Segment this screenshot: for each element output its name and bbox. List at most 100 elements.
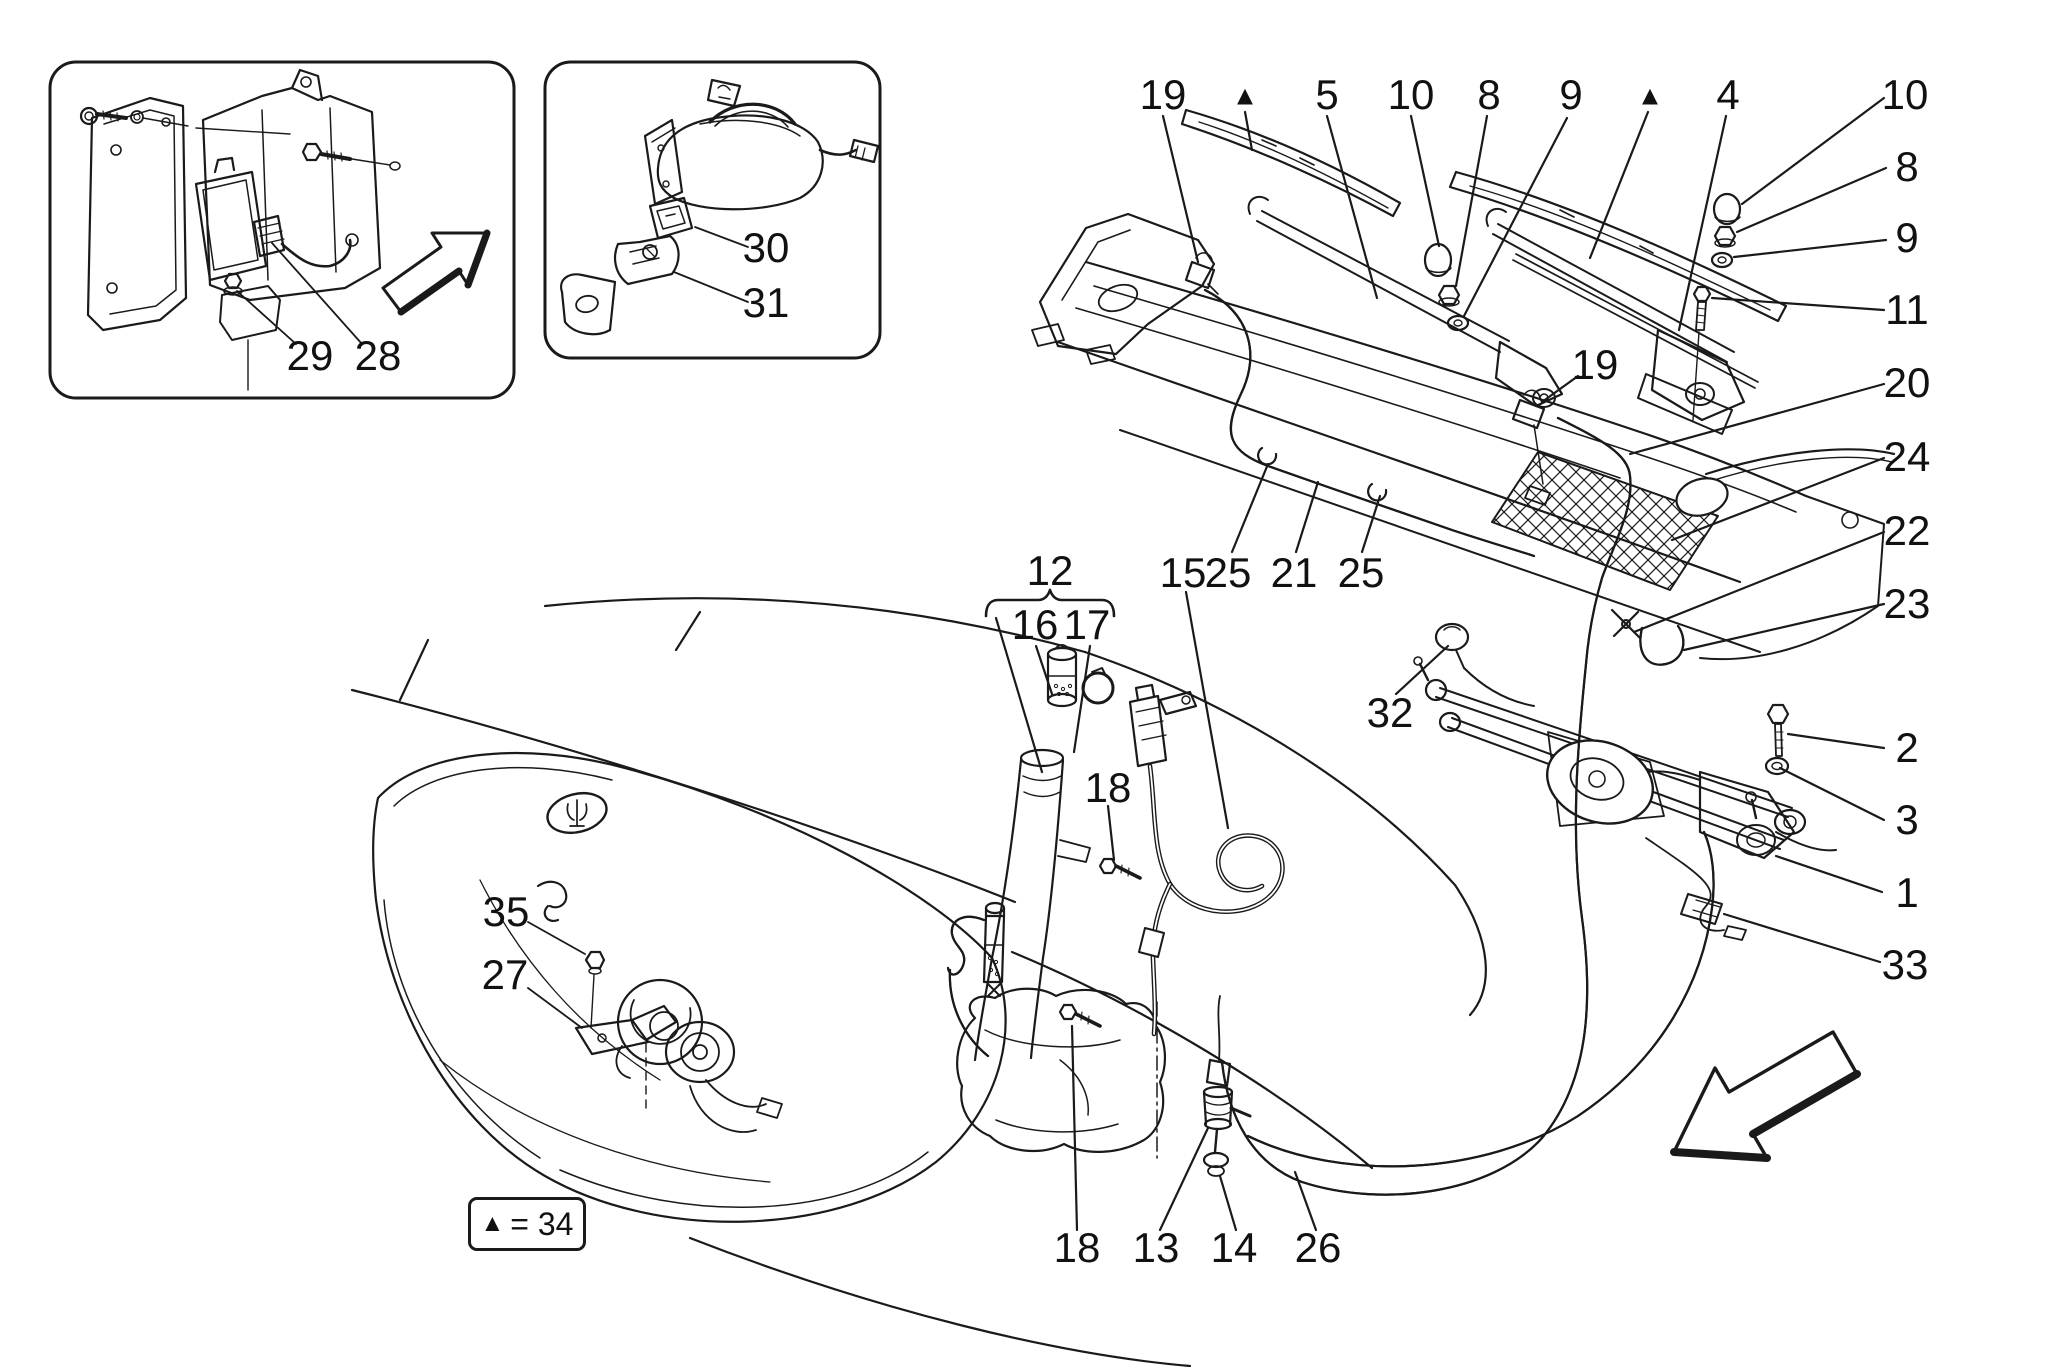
callout-25-21: 25 xyxy=(1204,549,1252,596)
leader-27 xyxy=(527,987,583,1029)
callout-9-10: 9 xyxy=(1895,214,1919,261)
fixing-nut xyxy=(219,272,281,391)
callout-24-13: 24 xyxy=(1883,433,1931,480)
harness-connector-33 xyxy=(1645,837,1747,941)
legend-value: = 34 xyxy=(510,1205,574,1242)
callout-15-28: 15 xyxy=(1159,549,1207,596)
callout-8-9: 8 xyxy=(1895,143,1919,190)
washer-9-right xyxy=(1710,251,1734,269)
callout-26-33: 26 xyxy=(1294,1224,1342,1271)
grommet-14 xyxy=(1202,1151,1230,1169)
bolt-2 xyxy=(1766,703,1790,725)
callout-10-3: 10 xyxy=(1387,71,1435,118)
pivot-hardware-right xyxy=(1692,192,1742,421)
callout-32-24: 32 xyxy=(1366,689,1414,736)
callout-13-31: 13 xyxy=(1132,1224,1180,1271)
direction-arrow-ne-icon xyxy=(381,229,491,316)
wiper-blade-left xyxy=(1180,108,1402,218)
legend-box: ▲ = 34 xyxy=(468,1197,586,1251)
sensor-holder xyxy=(560,234,680,336)
callout-19-20: 19 xyxy=(1571,341,1619,388)
callout-30-38: 30 xyxy=(742,224,790,271)
bolt xyxy=(301,142,401,171)
bolt-11 xyxy=(1692,285,1712,421)
pivot-link-1 xyxy=(1698,770,1796,860)
hose-clip-19-top xyxy=(1184,252,1219,295)
callout-triangle-1: ▲ xyxy=(1231,80,1259,111)
callout-23-15: 23 xyxy=(1883,580,1931,627)
callout-10-8: 10 xyxy=(1881,71,1929,118)
t-connector-22 xyxy=(1610,608,1642,640)
callout-11-11: 11 xyxy=(1885,286,1929,333)
washer-9-left xyxy=(1446,314,1470,332)
air-intake-grille xyxy=(1491,451,1719,591)
leader-31 xyxy=(673,271,749,303)
callout-33-19: 33 xyxy=(1881,941,1929,988)
callout-8-4: 8 xyxy=(1477,71,1501,118)
callout-16-26: 16 xyxy=(1011,601,1059,648)
leader-35 xyxy=(527,921,586,955)
callout-28-37: 28 xyxy=(354,332,402,379)
nut-8-left xyxy=(1437,284,1461,306)
horn-assembly xyxy=(574,950,783,1133)
windscreen-trim xyxy=(1704,448,1896,476)
callout-9-5: 9 xyxy=(1559,71,1583,118)
filler-cap-16 xyxy=(1046,644,1078,708)
nut-8-right xyxy=(1713,225,1737,247)
callout-12-25: 12 xyxy=(1026,547,1074,594)
left-pump-with-coil xyxy=(948,901,1006,1056)
direction-arrow-sw-icon xyxy=(1670,1030,1861,1162)
reservoir-tank xyxy=(956,987,1166,1153)
callout-1-18: 1 xyxy=(1895,869,1919,916)
screw-and-washer xyxy=(79,106,291,135)
callout-5-2: 5 xyxy=(1315,71,1339,118)
hood-end-bracket xyxy=(1031,212,1216,365)
leader-28 xyxy=(271,242,363,345)
cap-10-right xyxy=(1712,192,1742,226)
filler-neck xyxy=(973,748,1091,1062)
callout-14-32: 14 xyxy=(1210,1224,1258,1271)
tank-screw-18 xyxy=(1058,1003,1102,1028)
washer-reservoir-assembly xyxy=(948,588,1285,1177)
nut-35 xyxy=(584,950,606,970)
wiper-blade-right xyxy=(1448,170,1788,323)
level-sensor-harness-15 xyxy=(1128,683,1285,1037)
callout-18-29: 18 xyxy=(1084,764,1132,811)
callout-29-36: 29 xyxy=(286,332,334,379)
inset-mirror xyxy=(543,60,882,360)
cowl-panel xyxy=(1056,260,1896,661)
callout-35-34: 35 xyxy=(482,888,530,935)
brand-badge xyxy=(546,791,608,835)
brace-12 xyxy=(984,588,1116,618)
cowl-and-wiper-assembly xyxy=(1031,108,1896,941)
washer-3 xyxy=(1764,756,1790,776)
horn-disc xyxy=(664,1020,736,1084)
hood-curl-detail xyxy=(536,880,568,922)
callout-21-22: 21 xyxy=(1270,549,1318,596)
car-front xyxy=(350,597,1487,1367)
callout-3-17: 3 xyxy=(1895,796,1919,843)
retaining-ring-17 xyxy=(1081,667,1115,705)
wiper-linkage-motor xyxy=(1413,622,1837,852)
neck-screw-18 xyxy=(1098,857,1142,880)
callout-19-0: 19 xyxy=(1139,71,1187,118)
callout-triangle-6: ▲ xyxy=(1636,80,1664,111)
wiper-arm-left xyxy=(1247,195,1564,408)
grommet-32 xyxy=(1434,622,1470,652)
rearview-mirror xyxy=(643,78,880,211)
horn-bracket-27 xyxy=(574,1018,650,1056)
washer-pump-13 xyxy=(1202,995,1252,1177)
callout-18-30: 18 xyxy=(1053,1224,1101,1271)
mounting-plate-left xyxy=(86,96,188,332)
callout-25-23: 25 xyxy=(1337,549,1385,596)
rain-sensor xyxy=(648,196,694,240)
leader-lines xyxy=(994,96,1888,1232)
inset-control-unit xyxy=(48,60,516,400)
leader-30 xyxy=(694,226,749,248)
callout-17-27: 17 xyxy=(1063,601,1111,648)
control-unit-module xyxy=(194,156,352,282)
grille xyxy=(372,751,1007,1223)
callout-2-16: 2 xyxy=(1895,724,1919,771)
